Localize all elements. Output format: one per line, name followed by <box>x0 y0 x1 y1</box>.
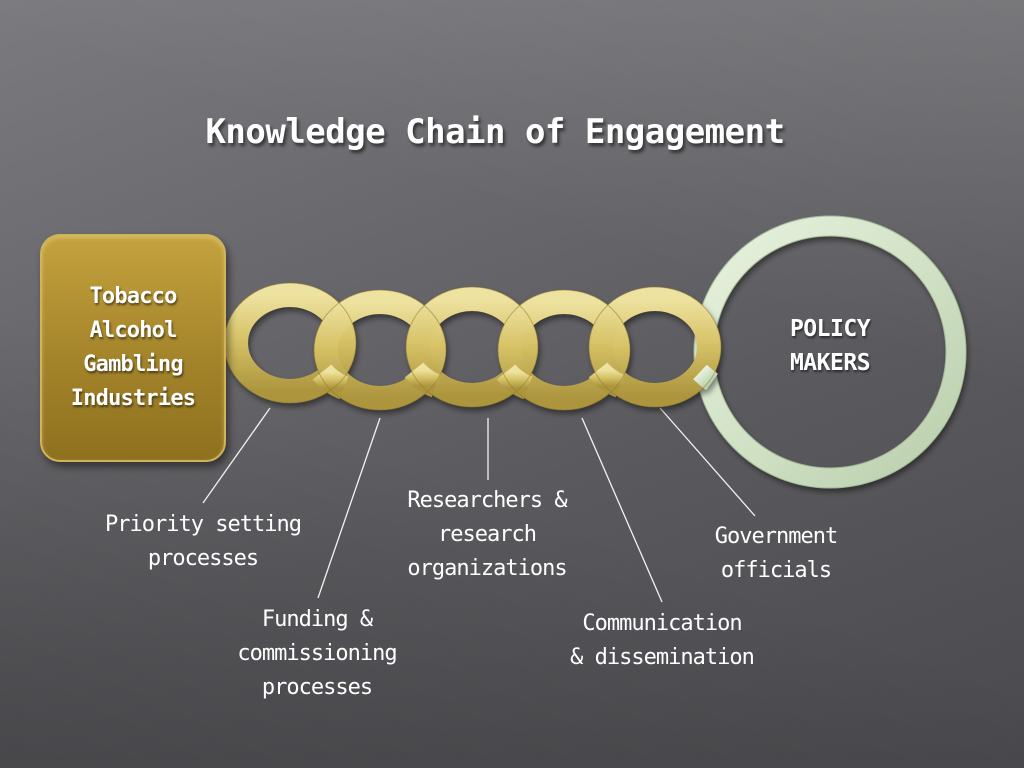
industry-industries: Industries <box>70 386 196 411</box>
callout-research-line-3: organizations <box>407 556 567 581</box>
callout-priority-line-2: processes <box>147 546 259 571</box>
callout-connectors <box>202 407 756 603</box>
slide-title: Knowledge Chain of Engagement <box>205 112 785 152</box>
chain-link-1 <box>224 283 356 403</box>
callout-researchers: Researchers & research organizations <box>374 484 600 586</box>
chain-link-4 <box>498 290 630 410</box>
policy-makers-label: POLICY MAKERS <box>740 312 920 380</box>
callout-priority-setting: Priority setting processes <box>85 508 321 576</box>
connector-funding <box>317 417 381 599</box>
callout-priority-line-1: Priority setting <box>105 512 302 537</box>
callout-govt-line-2: officials <box>720 558 832 583</box>
callout-funding-line-2: commissioning <box>237 641 397 666</box>
chain-link-3 <box>406 287 538 407</box>
callout-govt-line-1: Government <box>714 524 838 549</box>
callout-funding-line-1: Funding & <box>261 607 373 632</box>
chain-overlap-4 <box>588 362 625 398</box>
policy-line-1: POLICY <box>789 316 871 342</box>
connector-communication <box>581 417 663 603</box>
industry-tobacco: Tobacco <box>89 284 177 309</box>
callout-communication: Communication & dissemination <box>547 607 777 675</box>
policy-line-2: MAKERS <box>789 350 871 376</box>
chain-link-5 <box>589 287 721 407</box>
industries-box: Tobacco Alcohol Gambling Industries <box>40 234 226 462</box>
policy-ring-edge-outer <box>693 215 967 489</box>
chain-overlap-3 <box>496 364 533 400</box>
chain-overlap-1 <box>312 364 349 400</box>
chain-links <box>224 283 721 410</box>
chain-link-2 <box>314 290 446 410</box>
callout-funding-line-3: processes <box>261 675 373 700</box>
callout-government: Government officials <box>686 520 866 588</box>
callout-comm-line-2: & dissemination <box>570 645 755 670</box>
industry-alcohol: Alcohol <box>89 318 177 343</box>
connector-government <box>659 407 756 517</box>
ring-overlap <box>693 364 719 391</box>
connector-priority <box>202 407 271 504</box>
industry-gambling: Gambling <box>83 352 183 377</box>
chain-overlap-2 <box>404 362 441 398</box>
callout-research-line-1: Researchers & <box>407 488 567 513</box>
callout-comm-line-1: Communication <box>582 611 742 636</box>
callout-research-line-2: research <box>438 522 537 547</box>
callout-funding: Funding & commissioning processes <box>214 603 420 705</box>
